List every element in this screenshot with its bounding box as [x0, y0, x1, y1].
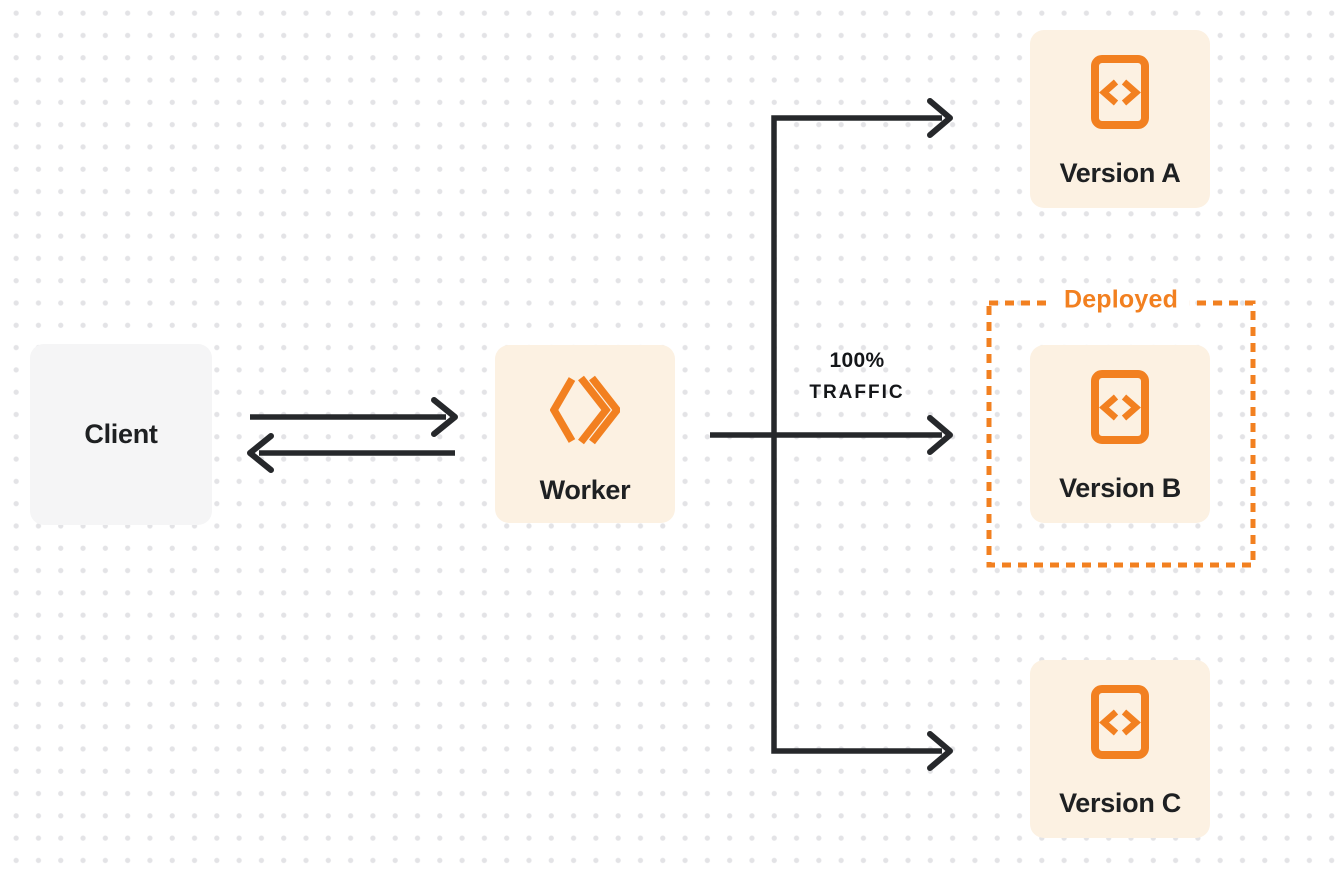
- version-a-label: Version A: [1059, 158, 1181, 188]
- traffic-word-text: TRAFFIC: [809, 382, 905, 403]
- traffic-percent-text: 100%: [829, 349, 885, 372]
- arrowhead-to-client: [247, 433, 274, 473]
- arrowhead-to-version-a: [927, 98, 953, 138]
- code-file-icon: [1091, 685, 1149, 764]
- client-label: Client: [84, 419, 158, 449]
- version-b-node: Version B: [1030, 345, 1210, 523]
- deployed-group-box: Deployed: [986, 285, 1256, 568]
- cloudflare-workers-logo-icon: [549, 375, 622, 450]
- version-c-label: Version C: [1059, 788, 1181, 818]
- code-file-icon: [1091, 370, 1149, 449]
- traffic-annotation: 100% TRAFFIC: [796, 349, 918, 404]
- arrowhead-to-version-c: [927, 731, 953, 771]
- version-a-node: Version A: [1030, 30, 1210, 208]
- code-file-icon: [1091, 55, 1149, 134]
- version-c-node: Version C: [1030, 660, 1210, 838]
- arrowhead-to-worker: [431, 397, 458, 437]
- arrowhead-to-version-b: [927, 415, 953, 455]
- client-node: Client: [30, 344, 212, 525]
- worker-label: Worker: [539, 475, 631, 505]
- version-b-label: Version B: [1059, 473, 1181, 503]
- worker-node: Worker: [495, 345, 675, 523]
- deployed-label: Deployed: [1051, 285, 1191, 315]
- arrow-split-trunk: [771, 115, 942, 754]
